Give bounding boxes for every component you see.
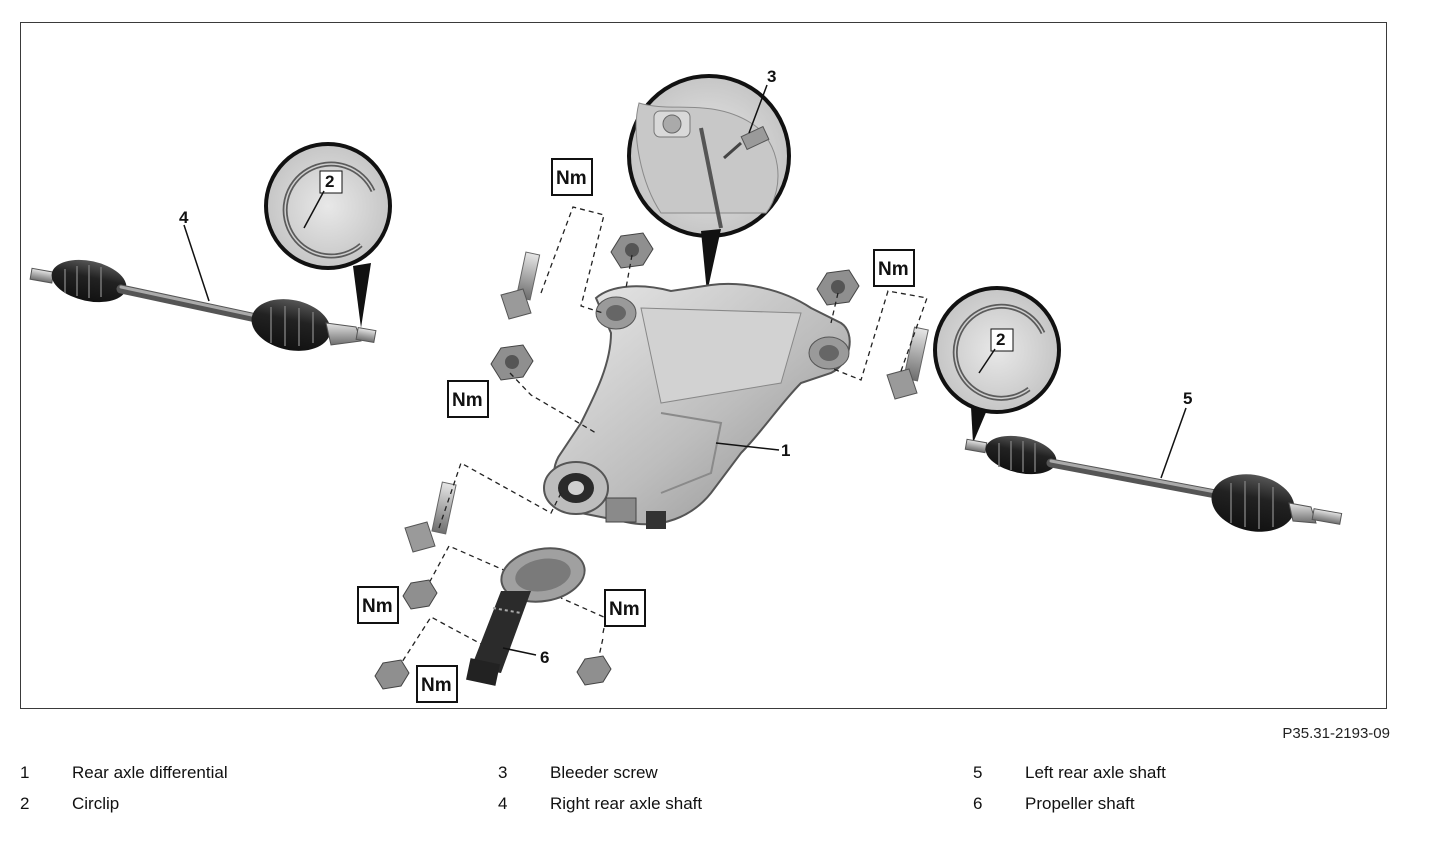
legend-number: 2	[20, 794, 30, 813]
figure-code: P35.31-2193-09	[1282, 725, 1390, 742]
torque-box-prop-right: Nm	[604, 589, 646, 627]
torque-box-left: Nm	[447, 380, 489, 418]
callout-2-left: 2	[325, 172, 334, 191]
torque-label: Nm	[362, 596, 393, 617]
exploded-diagram: 4 2 3 1 2 5 6 Nm Nm Nm Nm Nm Nm	[29, 65, 1343, 703]
left-rear-axle-shaft	[964, 435, 1343, 532]
legend-number: 4	[498, 794, 508, 813]
torque-box-right: Nm	[873, 249, 915, 287]
right-rear-axle-shaft	[29, 259, 377, 351]
torque-label: Nm	[556, 168, 587, 189]
legend-label: Bleeder screw	[550, 763, 658, 782]
circlip-detail-left	[264, 142, 392, 328]
legend-label: Rear axle differential	[72, 763, 228, 782]
propeller-shaft	[374, 547, 612, 690]
callout-3: 3	[767, 67, 776, 86]
legend-label: Right rear axle shaft	[550, 794, 703, 813]
legend-label: Propeller shaft	[1025, 794, 1135, 813]
legend-number: 6	[973, 794, 983, 813]
figure-frame: 4 2 3 1 2 5 6 Nm Nm Nm Nm Nm Nm	[20, 22, 1387, 709]
callout-5: 5	[1183, 389, 1192, 408]
torque-label: Nm	[609, 599, 640, 620]
circlip-detail-right	[933, 286, 1061, 443]
callout-4: 4	[179, 208, 189, 227]
torque-box-prop-left: Nm	[357, 586, 399, 624]
rear-axle-differential	[543, 282, 851, 529]
callout-1: 1	[781, 441, 790, 460]
legend-number: 3	[498, 763, 508, 782]
torque-label: Nm	[878, 259, 909, 280]
legend-label: Left rear axle shaft	[1025, 763, 1166, 782]
torque-box-bottom: Nm	[416, 665, 458, 703]
callout-2-right: 2	[996, 330, 1005, 349]
legend-number: 1	[20, 763, 30, 782]
callout-6: 6	[540, 648, 549, 667]
torque-label: Nm	[452, 390, 483, 411]
legend-number: 5	[973, 763, 983, 782]
bleeder-screw-detail	[627, 65, 791, 293]
legend-label: Circlip	[72, 794, 120, 813]
callout-leaders	[183, 224, 1187, 656]
mounting-bolts	[404, 232, 929, 553]
torque-label: Nm	[421, 675, 452, 696]
torque-box-top: Nm	[551, 158, 593, 196]
